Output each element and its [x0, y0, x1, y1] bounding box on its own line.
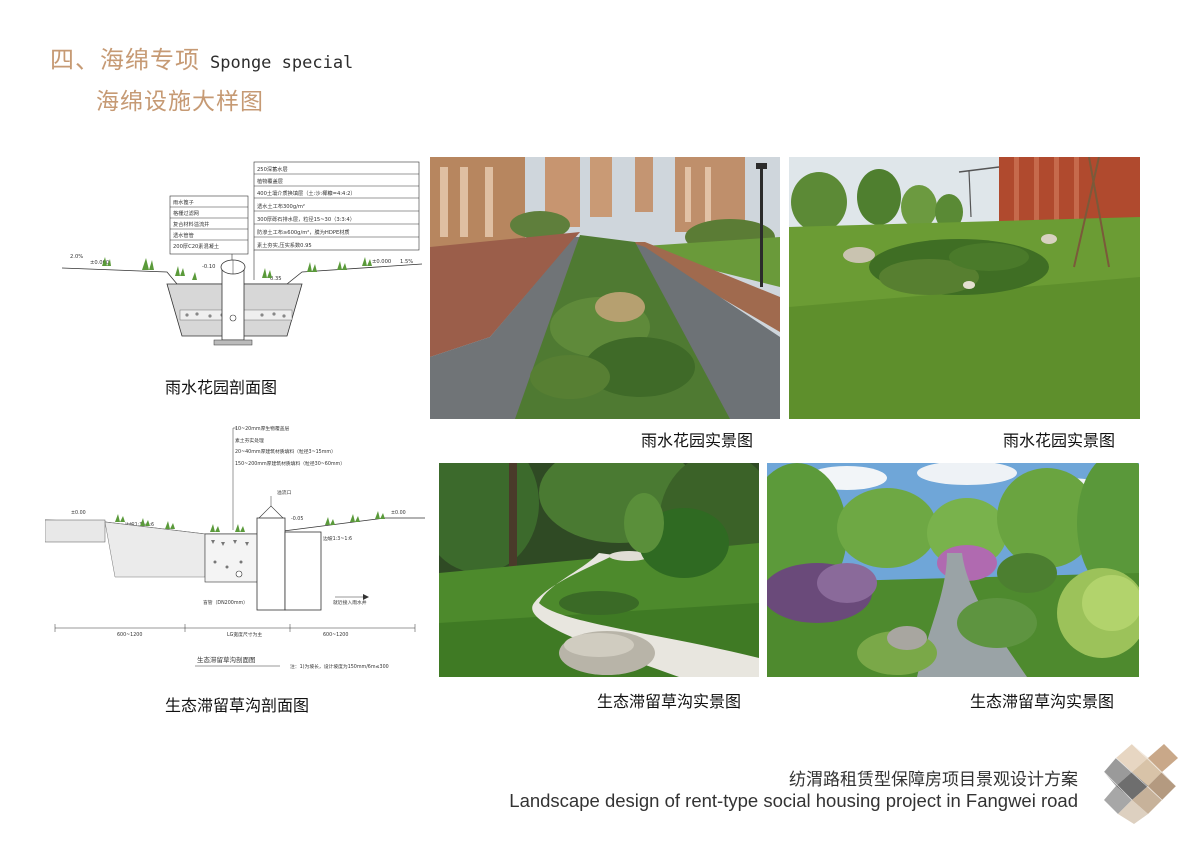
- d1-right-label: 素土夯实,压实系数0.95: [257, 241, 312, 249]
- page-title-cn: 四、海绵专项: [50, 46, 200, 74]
- d2-pipe-label: 盲管（DN200mm）: [203, 599, 248, 606]
- photo4-caption: 生态滞留草沟实景图: [970, 692, 1115, 711]
- photo3-caption: 生态滞留草沟实景图: [597, 692, 742, 711]
- d2-note: 150~200mm厚建筑材质填料（粒径30~60mm）: [235, 460, 345, 467]
- diagram2-caption: 生态滞留草沟剖面图: [165, 696, 310, 715]
- d2-overflow-label: 溢流口: [277, 489, 292, 496]
- footer-title-en: Landscape design of rent-type social hou…: [509, 790, 1078, 811]
- d1-left-label: 复合材料溢流井: [173, 220, 209, 228]
- d2-inner-title: 生态滞留草沟剖面图: [197, 655, 256, 664]
- d1-right-label: 400土壤介质换填层（土:沙:椰糠=4:4:2）: [257, 189, 356, 197]
- d2-slope-right: 边坡1:3~1:6: [323, 535, 352, 542]
- d1-slope-right: 1.5%: [400, 259, 413, 265]
- d1-right-label: 透水土工布300g/m²: [257, 202, 305, 210]
- d2-level-mid: -0.05: [291, 516, 303, 522]
- d2-dim: LG宽度尺寸为主: [227, 631, 262, 638]
- d2-note-bottom: 注：1)为坡长，设计坡度为150mm/6m≤300: [290, 663, 389, 670]
- d1-left-label: 雨水篦子: [173, 198, 194, 206]
- d2-dim: 600~1200: [117, 632, 142, 638]
- d1-level-mid: -0.10: [202, 264, 215, 270]
- rain-garden-photo-1: [430, 157, 780, 419]
- d1-level-right: ±0.000: [372, 259, 391, 265]
- brand-logo: [1103, 743, 1178, 824]
- rain-garden-section-diagram: 雨水篦子 格栅过滤网 复合材料溢流井 透水管管 200厚C20素混凝土 250深…: [62, 160, 432, 350]
- footer-title-cn: 纺渭路租赁型保障房项目景观设计方案: [789, 770, 1078, 790]
- d1-right-label: 300厚砾石排水层，粒径15~30（3:3:4）: [257, 215, 355, 223]
- d2-note: 10~20mm厚生物覆盖层: [235, 425, 290, 432]
- page-title-en: Sponge special: [210, 53, 354, 73]
- d1-level-left: ±0.000: [90, 260, 109, 266]
- d1-left-label: 透水管管: [173, 231, 194, 239]
- d2-dim: 600~1200: [323, 632, 348, 638]
- d1-slope-left: 2.0%: [70, 254, 83, 260]
- d1-right-label: 植物覆盖层: [257, 177, 283, 185]
- page-subtitle: 海绵设施大样图: [96, 89, 264, 115]
- diagram1-caption: 雨水花园剖面图: [165, 378, 278, 397]
- d1-right-label: 250深蓄水层: [257, 165, 288, 173]
- d2-level-left: ±0.00: [71, 510, 86, 516]
- d1-left-label: 格栅过滤网: [173, 209, 199, 217]
- d1-dim-mid: 0.35: [270, 276, 282, 282]
- d2-level-right: ±0.00: [391, 510, 406, 516]
- d1-left-label: 200厚C20素混凝土: [173, 242, 219, 250]
- rain-garden-photo-2: [789, 157, 1140, 419]
- photo1-caption: 雨水花园实景图: [641, 431, 754, 450]
- d2-drain-label: 就近接入雨水井: [333, 599, 367, 606]
- d2-note: 素土夯实处理: [235, 437, 264, 444]
- d1-right-label: 防渗土工布≥600g/m²，膜为HDPE材质: [257, 228, 350, 236]
- page-title: 四、海绵专项 Sponge special: [50, 40, 353, 76]
- bioswale-photo-1: [439, 463, 759, 677]
- bioswale-photo-2: [767, 463, 1139, 677]
- d2-note: 20~40mm厚建筑材质填料（粒径3~15mm）: [235, 448, 336, 455]
- photo2-caption: 雨水花园实景图: [1003, 431, 1116, 450]
- bioswale-section-diagram: 10~20mm厚生物覆盖层 素土夯实处理 20~40mm厚建筑材质填料（粒径3~…: [45, 422, 425, 676]
- d2-slope-left: 边坡1:3~1:6: [125, 521, 154, 528]
